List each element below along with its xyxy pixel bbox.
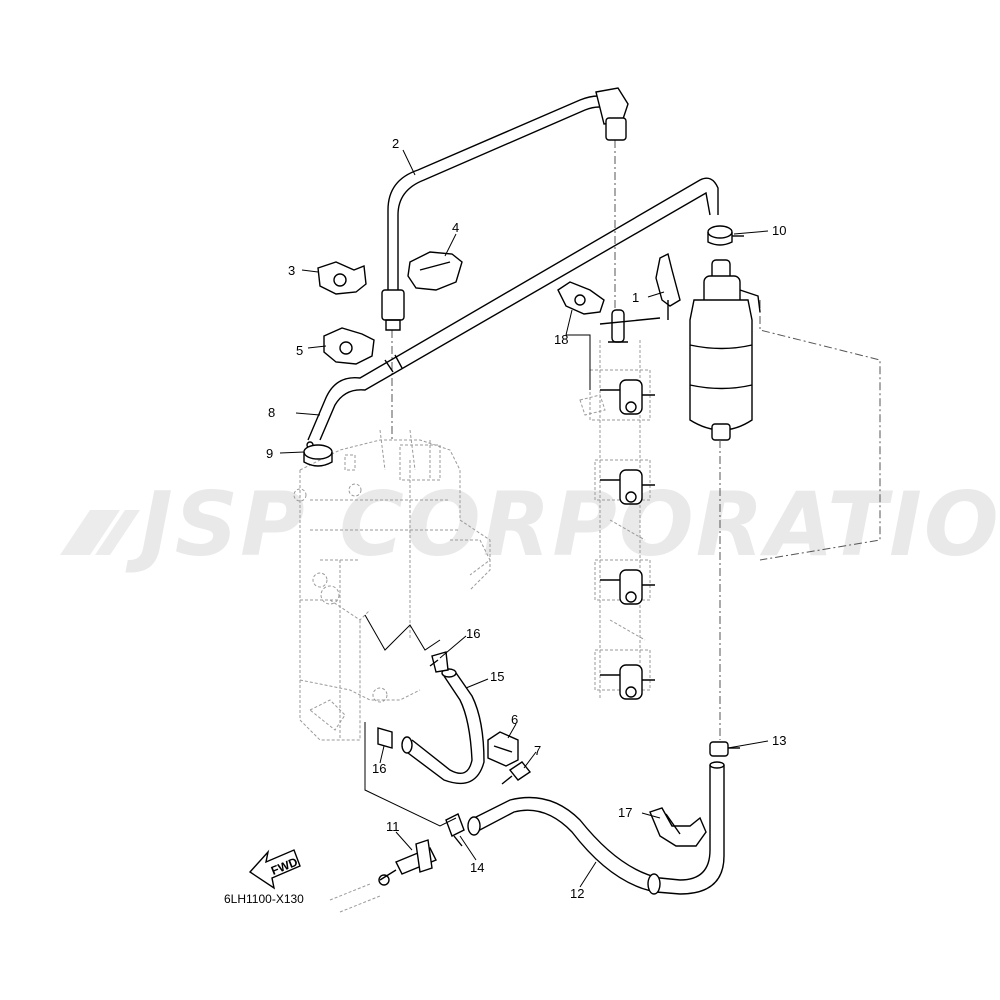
- fuel-rail-inlet: [611, 309, 625, 343]
- fuel-hose-12: [467, 761, 725, 895]
- callout-17: 17: [618, 805, 632, 820]
- group-frame: [364, 722, 457, 827]
- hose-clip-3: [317, 261, 367, 295]
- callout-14: 14: [470, 860, 484, 875]
- callout-3: 3: [288, 263, 295, 278]
- watermark-logo: JSP CORPORATION: [60, 473, 1000, 576]
- injector-4: [619, 664, 643, 700]
- hose-clip-5: [323, 327, 375, 365]
- callout-1: 1: [632, 290, 639, 305]
- watermark-text: JSP CORPORATION: [125, 473, 1000, 576]
- fuel-pump-assembly: [689, 259, 761, 441]
- hose-clamp-9: [303, 444, 333, 467]
- injector-3: [619, 569, 643, 605]
- leader-lines: [279, 149, 769, 888]
- hose-clamp-13: [709, 741, 740, 757]
- break-line: [364, 614, 441, 651]
- hose-clip-16-upper: [429, 651, 449, 673]
- diagram-code: 6LH1100-X130: [224, 892, 304, 906]
- callout-16-upper: 16: [466, 626, 480, 641]
- callout-11: 11: [386, 819, 400, 834]
- fuel-hose-8: [306, 177, 719, 449]
- fwd-direction-arrow: FWD: [248, 849, 301, 890]
- callout-7: 7: [534, 743, 541, 758]
- fuel-rail-outline: [579, 309, 655, 700]
- bracket-6: [487, 731, 519, 767]
- pump-bracket-outline: [759, 300, 881, 561]
- hose-clamp-10: [707, 225, 744, 246]
- joint-connector-11: [329, 839, 437, 913]
- hose-clip-14: [445, 813, 465, 847]
- callout-18: 18: [554, 332, 568, 347]
- hose-clip-4: [407, 251, 463, 291]
- hose-clip-18: [557, 281, 605, 315]
- callout-2: 2: [392, 136, 399, 151]
- callout-16-lower: 16: [372, 761, 386, 776]
- callout-9: 9: [266, 446, 273, 461]
- callout-8: 8: [268, 405, 275, 420]
- fuel-hose-2: [381, 87, 629, 331]
- callout-4: 4: [452, 220, 459, 235]
- callout-15: 15: [490, 669, 504, 684]
- callout-labels: 2 4 3 5 8 9 10 1 18 16 15 6 7 16 13 17 1…: [266, 136, 786, 901]
- injector-2: [619, 469, 643, 505]
- callout-13: 13: [772, 733, 786, 748]
- engine-block-outline: [293, 429, 491, 741]
- callout-6: 6: [511, 712, 518, 727]
- callout-12: 12: [570, 886, 584, 901]
- injector-1: [619, 379, 643, 415]
- hose-clip-17: [649, 807, 707, 847]
- hose-clip-16-lower: [377, 727, 393, 749]
- callout-10: 10: [772, 223, 786, 238]
- fuel-hose-15: [401, 668, 485, 785]
- callout-5: 5: [296, 343, 303, 358]
